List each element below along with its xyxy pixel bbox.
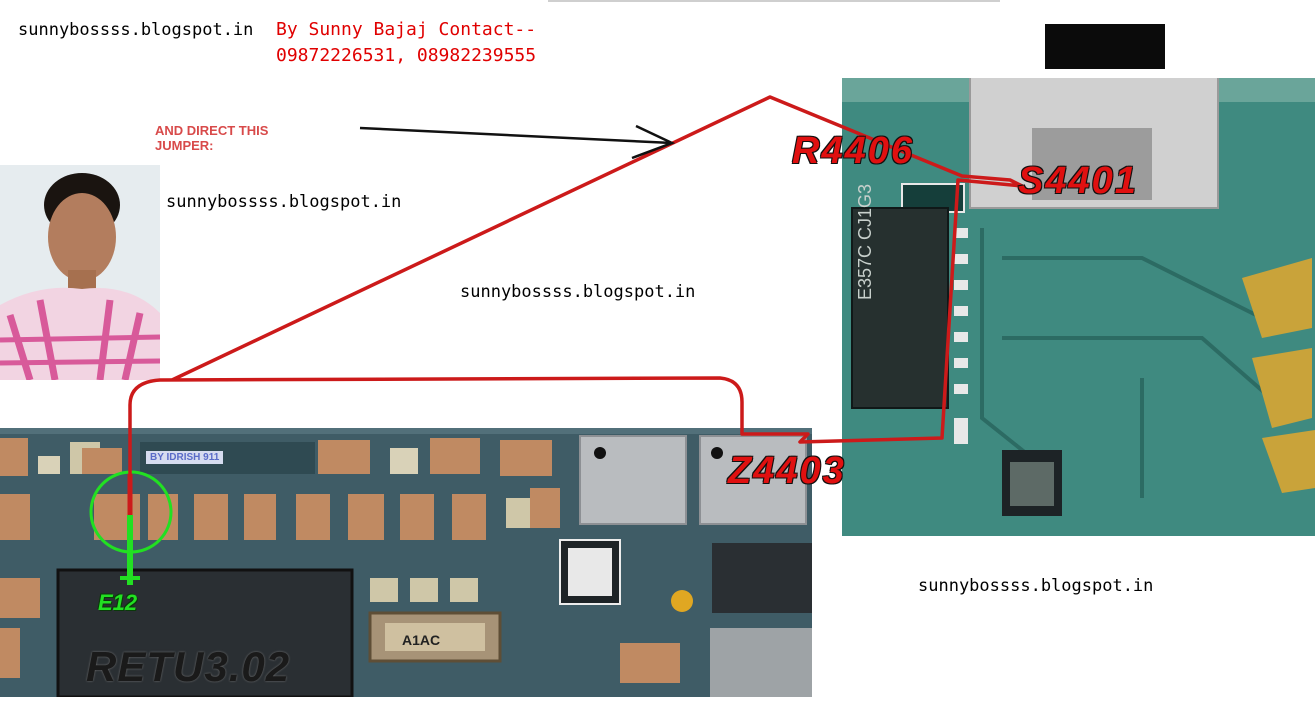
label-e12: E12 bbox=[98, 590, 138, 615]
author-photo bbox=[0, 165, 161, 382]
watermark-center: sunnybossss.blogspot.in bbox=[460, 282, 696, 302]
instruction-line-2: JUMPER: bbox=[155, 138, 214, 153]
watermark-top-left: sunnybossss.blogspot.in bbox=[18, 20, 254, 40]
label-r4406: R4406 bbox=[792, 130, 914, 172]
author-credit: By Sunny Bajaj Contact-- 09872226531, 08… bbox=[276, 17, 536, 69]
watermark-bottom-right: sunnybossss.blogspot.in bbox=[918, 576, 1154, 596]
instruction-line-1: AND DIRECT THIS bbox=[155, 123, 269, 138]
instruction-note: AND DIRECT THIS JUMPER: bbox=[155, 123, 268, 153]
label-z4403: Z4403 bbox=[728, 450, 846, 492]
label-retu: RETU3.02 bbox=[86, 643, 291, 690]
crystal-marking: A1AC bbox=[402, 632, 441, 648]
label-s4401: S4401 bbox=[1018, 160, 1138, 202]
author-photo-graphic bbox=[0, 165, 161, 382]
board-credit-tag: BY IDRISH 911 bbox=[146, 451, 224, 464]
ic-marking: E357C CJ1G3 bbox=[855, 183, 875, 300]
watermark-near-photo: sunnybossss.blogspot.in bbox=[166, 192, 402, 212]
credit-line-1: By Sunny Bajaj Contact-- bbox=[276, 19, 537, 40]
credit-line-2: 09872226531, 08982239555 bbox=[276, 45, 537, 66]
